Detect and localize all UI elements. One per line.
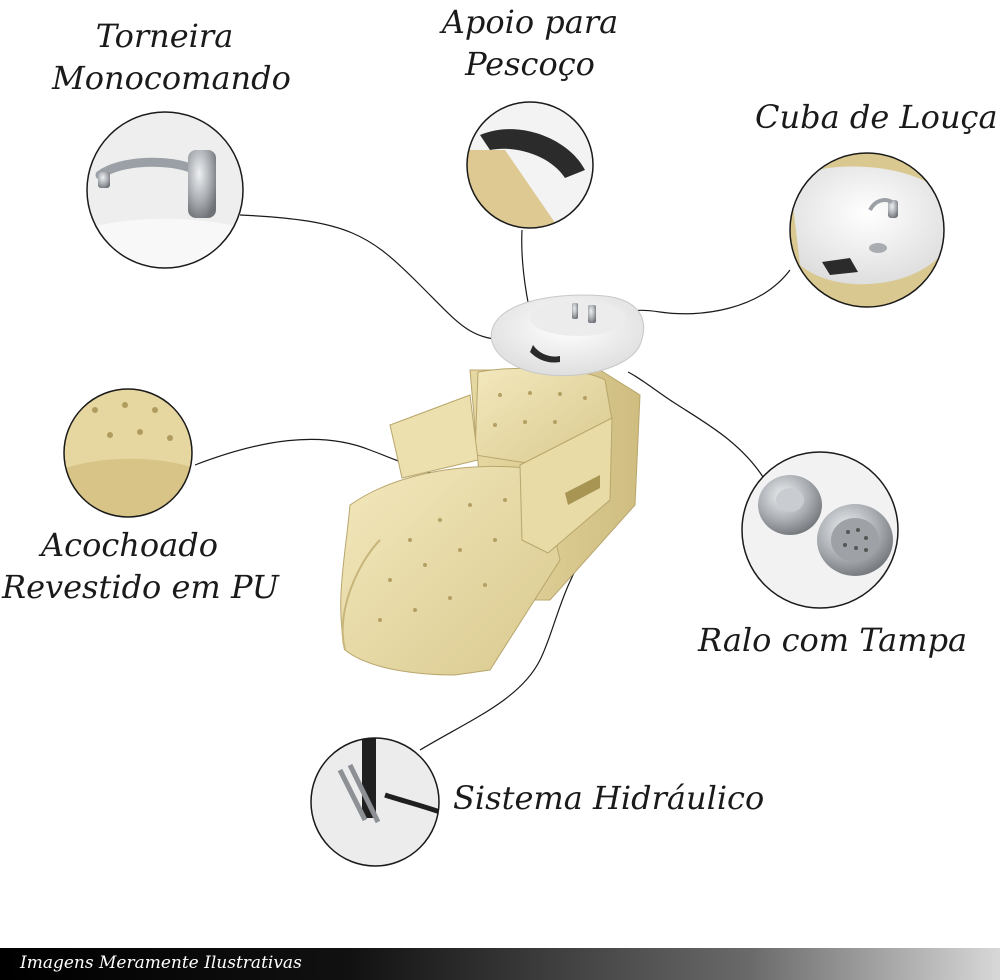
label-ralo: Ralo com Tampa xyxy=(698,620,968,662)
basin-detail-circle xyxy=(789,152,945,308)
label-apoio: Apoio para Pescoço xyxy=(435,2,625,85)
neck-rest-detail-circle xyxy=(466,101,594,229)
label-sistema: Sistema Hidráulico xyxy=(453,778,765,820)
faucet-detail-circle xyxy=(86,111,244,269)
label-sistema-text: Sistema Hidráulico xyxy=(453,779,765,817)
shampoo-chair xyxy=(340,294,645,676)
drain-detail-circle xyxy=(741,451,899,609)
footer-banner: Imagens Meramente Ilustrativas xyxy=(0,948,1000,980)
leader-lines xyxy=(194,214,791,751)
label-cuba-text: Cuba de Louça xyxy=(755,98,998,136)
label-cuba: Cuba de Louça xyxy=(755,97,998,139)
footer-text: Imagens Meramente Ilustrativas xyxy=(20,953,302,973)
label-acochoado: Acochoado Revestido em PU xyxy=(2,525,279,608)
label-apoio-line1: Apoio para xyxy=(441,3,619,41)
label-acochoado-line1: Acochoado xyxy=(41,526,218,564)
label-torneira-line1: Torneira xyxy=(95,17,234,55)
label-acochoado-line2: Revestido em PU xyxy=(2,567,279,606)
hydraulic-detail-circle xyxy=(310,737,440,867)
label-torneira: Torneira Monocomando xyxy=(52,16,291,99)
label-apoio-line2: Pescoço xyxy=(465,44,595,83)
label-torneira-line2: Monocomando xyxy=(52,58,291,97)
upholstery-detail-circle xyxy=(63,388,193,518)
label-ralo-text: Ralo com Tampa xyxy=(698,621,968,659)
